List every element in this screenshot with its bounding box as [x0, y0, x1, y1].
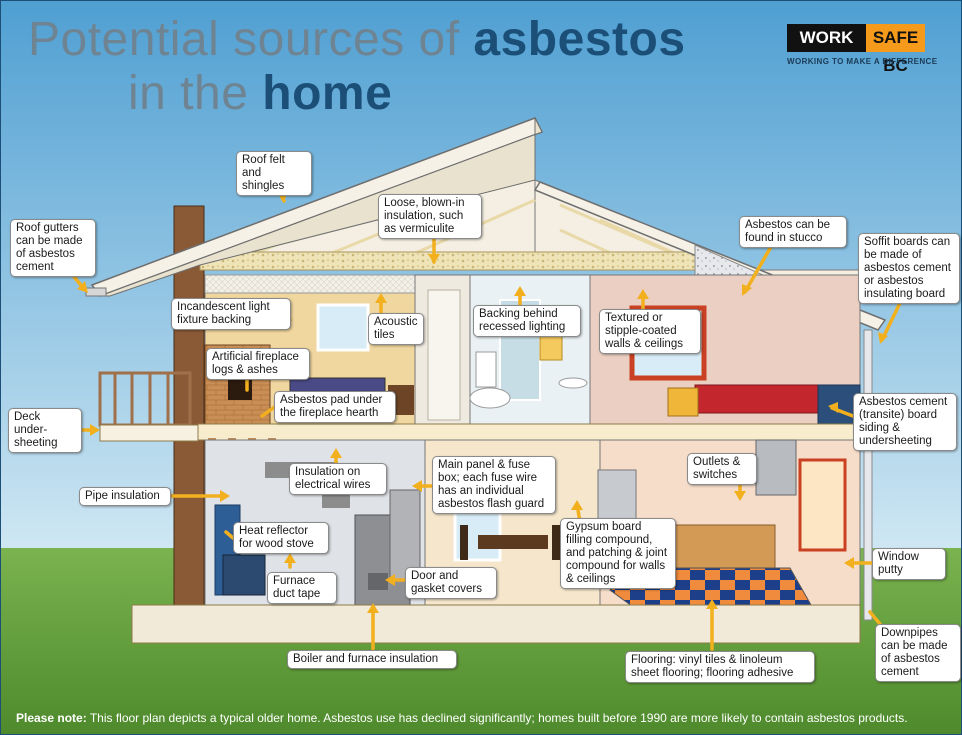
title-emphasis: asbestos [473, 13, 686, 66]
deck [99, 424, 199, 442]
label-hearth: Asbestos pad under the fireplace hearth [274, 391, 396, 423]
title-emphasis-2: home [262, 67, 393, 120]
label-acoustic: Acoustic tiles [368, 313, 424, 345]
page-title-line2: in the home [128, 70, 392, 118]
label-pipe: Pipe insulation [79, 487, 171, 506]
label-roof-gutters: Roof gutters can be made of asbestos cem… [10, 219, 96, 277]
label-fireplace-logs: Artificial fireplace logs & ashes [206, 348, 310, 380]
label-textured: Textured or stipple-coated walls & ceili… [599, 309, 701, 354]
label-light-fixture: Incandescent light fixture backing [171, 298, 291, 330]
footnote: Please note: This floor plan depicts a t… [16, 711, 908, 725]
label-main-panel: Main panel & fuse box; each fuse wire ha… [432, 456, 556, 514]
label-boiler: Boiler and furnace insulation [287, 650, 457, 669]
gutter [85, 287, 107, 297]
arrows [68, 176, 902, 651]
label-duct-tape: Furnace duct tape [267, 572, 337, 604]
label-door-gasket: Door and gasket covers [405, 567, 497, 599]
downpipe [863, 329, 873, 621]
label-gypsum: Gypsum board filling compound, and patch… [560, 518, 676, 589]
label-deck: Deck under-sheeting [8, 408, 82, 453]
page-title-line1: Potential sources of asbestos [28, 16, 686, 64]
logo-part2: SAFE BC [872, 28, 919, 75]
label-flooring: Flooring: vinyl tiles & linoleum sheet f… [625, 651, 815, 683]
label-roof-felt: Roof felt and shingles [236, 151, 312, 196]
logo-tagline: WORKING TO MAKE A DIFFERENCE [787, 57, 938, 66]
title-prefix-2: in the [128, 67, 263, 120]
floor-joist [197, 423, 863, 441]
title-prefix: Potential sources of [28, 13, 474, 66]
label-heat-reflector: Heat reflector for wood stove [233, 522, 329, 554]
wood-stove [222, 554, 266, 596]
label-window-putty: Window putty [872, 548, 946, 580]
logo-part1: WORK [787, 24, 866, 52]
foundation [131, 604, 861, 644]
label-siding: Asbestos cement (transite) board siding … [853, 393, 957, 451]
label-soffit: Soffit boards can be made of asbestos ce… [858, 233, 960, 304]
footnote-text: This floor plan depicts a typical older … [86, 711, 908, 725]
label-downpipes: Downpipes can be made of asbestos cement [875, 624, 961, 682]
label-electrical: Insulation on electrical wires [289, 463, 387, 495]
footnote-bold: Please note: [16, 711, 87, 725]
label-recessed: Backing behind recessed lighting [473, 305, 581, 337]
label-outlets: Outlets & switches [687, 453, 757, 485]
worksafebc-logo: WORK SAFE BC [787, 24, 925, 75]
attic-insulation [199, 251, 696, 271]
label-stucco: Asbestos can be found in stucco [739, 216, 847, 248]
label-loose-insulation: Loose, blown-in insulation, such as verm… [378, 194, 482, 239]
